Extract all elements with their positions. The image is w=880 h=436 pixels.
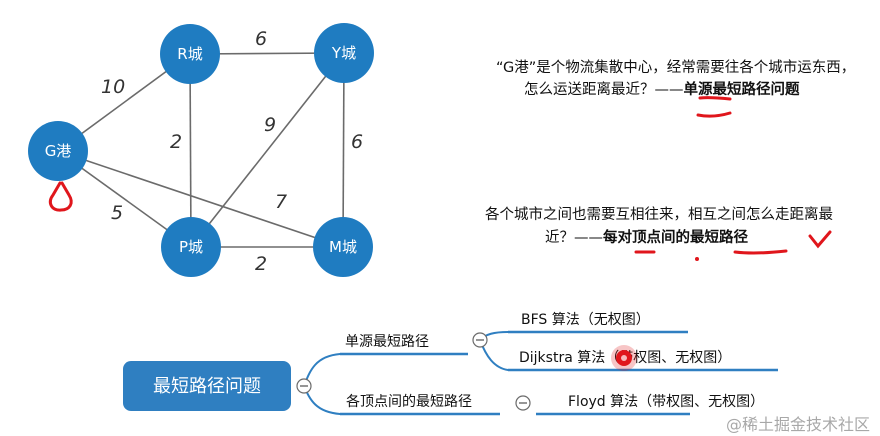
- mindmap-root-label: 最短路径问题: [153, 376, 261, 397]
- node-g: G港: [28, 121, 88, 181]
- edge-r-p: [189, 53, 192, 248]
- leaf-dijkstra[interactable]: Dijkstra 算法（带权图、无权图）: [508, 350, 778, 372]
- node-m: M城: [313, 217, 373, 277]
- handwritten-annotations: [48, 96, 832, 261]
- all-pairs-line2: 近？——每对顶点间的最短路径: [545, 228, 748, 246]
- weight-g-p: 5: [111, 202, 123, 224]
- node-r-label: R城: [177, 45, 202, 63]
- weight-r-p: 2: [170, 131, 182, 153]
- edge-p-y: [190, 52, 345, 248]
- edge-g-m: [57, 150, 344, 248]
- weight-y-m: 6: [351, 131, 363, 153]
- underline-single-source-annotation: [698, 96, 732, 101]
- description-all-pairs: 各个城市之间也需要互相往来，相互之间怎么走距离最 近？——每对顶点间的最短路径: [485, 206, 833, 246]
- checkmark-annotation: [808, 230, 832, 249]
- leaf-floyd-label: Floyd 算法（带权图、无权图）: [568, 394, 764, 410]
- connector-root-single: [303, 353, 468, 387]
- branch-all-pairs[interactable]: 各顶点间的最短路径: [340, 394, 500, 416]
- weight-g-r: 10: [101, 76, 125, 98]
- root-collapse-button[interactable]: [296, 378, 312, 394]
- dot-annotation: [695, 257, 699, 261]
- single-source-line2-prefix: 怎么运送距离最近？——: [524, 81, 684, 98]
- all-pairs-collapse-button[interactable]: [515, 395, 531, 411]
- laser-pointer-cursor: [611, 345, 637, 371]
- node-p-label: P城: [179, 238, 203, 256]
- weight-p-y: 9: [264, 114, 276, 136]
- node-m-label: M城: [329, 238, 357, 256]
- watermark: @稀土掘金技术社区: [726, 415, 870, 434]
- mindmap: 最短路径问题 单源最短路径 BFS 算法（无权图） Dijkstra 算法（带权…: [123, 312, 778, 416]
- leaf-bfs-label: BFS 算法（无权图）: [521, 312, 650, 328]
- node-r: R城: [160, 24, 220, 84]
- underline-single-source-annotation-2: [696, 111, 732, 118]
- single-source-line1: “G港”是个物流集散中心，经常需要往各个城市运东西，: [496, 59, 855, 76]
- node-g-label: G港: [45, 142, 72, 160]
- branch-single-source[interactable]: 单源最短路径: [340, 334, 468, 356]
- single-source-collapse-button[interactable]: [472, 332, 488, 348]
- leaf-floyd[interactable]: Floyd 算法（带权图、无权图）: [536, 394, 764, 416]
- mindmap-root[interactable]: 最短路径问题: [123, 361, 291, 411]
- edge-y-m: [342, 52, 345, 248]
- weight-p-m: 2: [255, 253, 267, 275]
- underline-all-pairs-annotation-2: [733, 249, 788, 255]
- all-pairs-emphasis: 每对顶点间的最短路径: [603, 228, 748, 246]
- node-y-label: Y城: [331, 44, 356, 62]
- weight-g-m: 7: [275, 191, 287, 213]
- branch-all-pairs-label: 各顶点间的最短路径: [346, 394, 472, 410]
- leaf-bfs[interactable]: BFS 算法（无权图）: [508, 312, 688, 334]
- weight-r-y: 6: [255, 28, 267, 50]
- edge-weights: 10 6 2 9 6 7 5 2: [101, 28, 363, 275]
- single-source-emphasis: 单源最短路径问题: [684, 80, 800, 98]
- all-pairs-line2-prefix: 近？——: [545, 229, 603, 246]
- description-single-source: “G港”是个物流集散中心，经常需要往各个城市运东西， 怎么运送距离最近？——单源…: [496, 59, 855, 98]
- all-pairs-line1: 各个城市之间也需要互相往来，相互之间怎么走距离最: [485, 206, 833, 223]
- single-source-line2: 怎么运送距离最近？——单源最短路径问题: [524, 80, 800, 98]
- branch-single-source-label: 单源最短路径: [345, 334, 429, 350]
- node-p: P城: [161, 217, 221, 277]
- node-y: Y城: [314, 23, 374, 83]
- start-mark-annotation: [48, 181, 73, 212]
- graph-nodes: R城 Y城 G港 P城 M城: [28, 23, 374, 277]
